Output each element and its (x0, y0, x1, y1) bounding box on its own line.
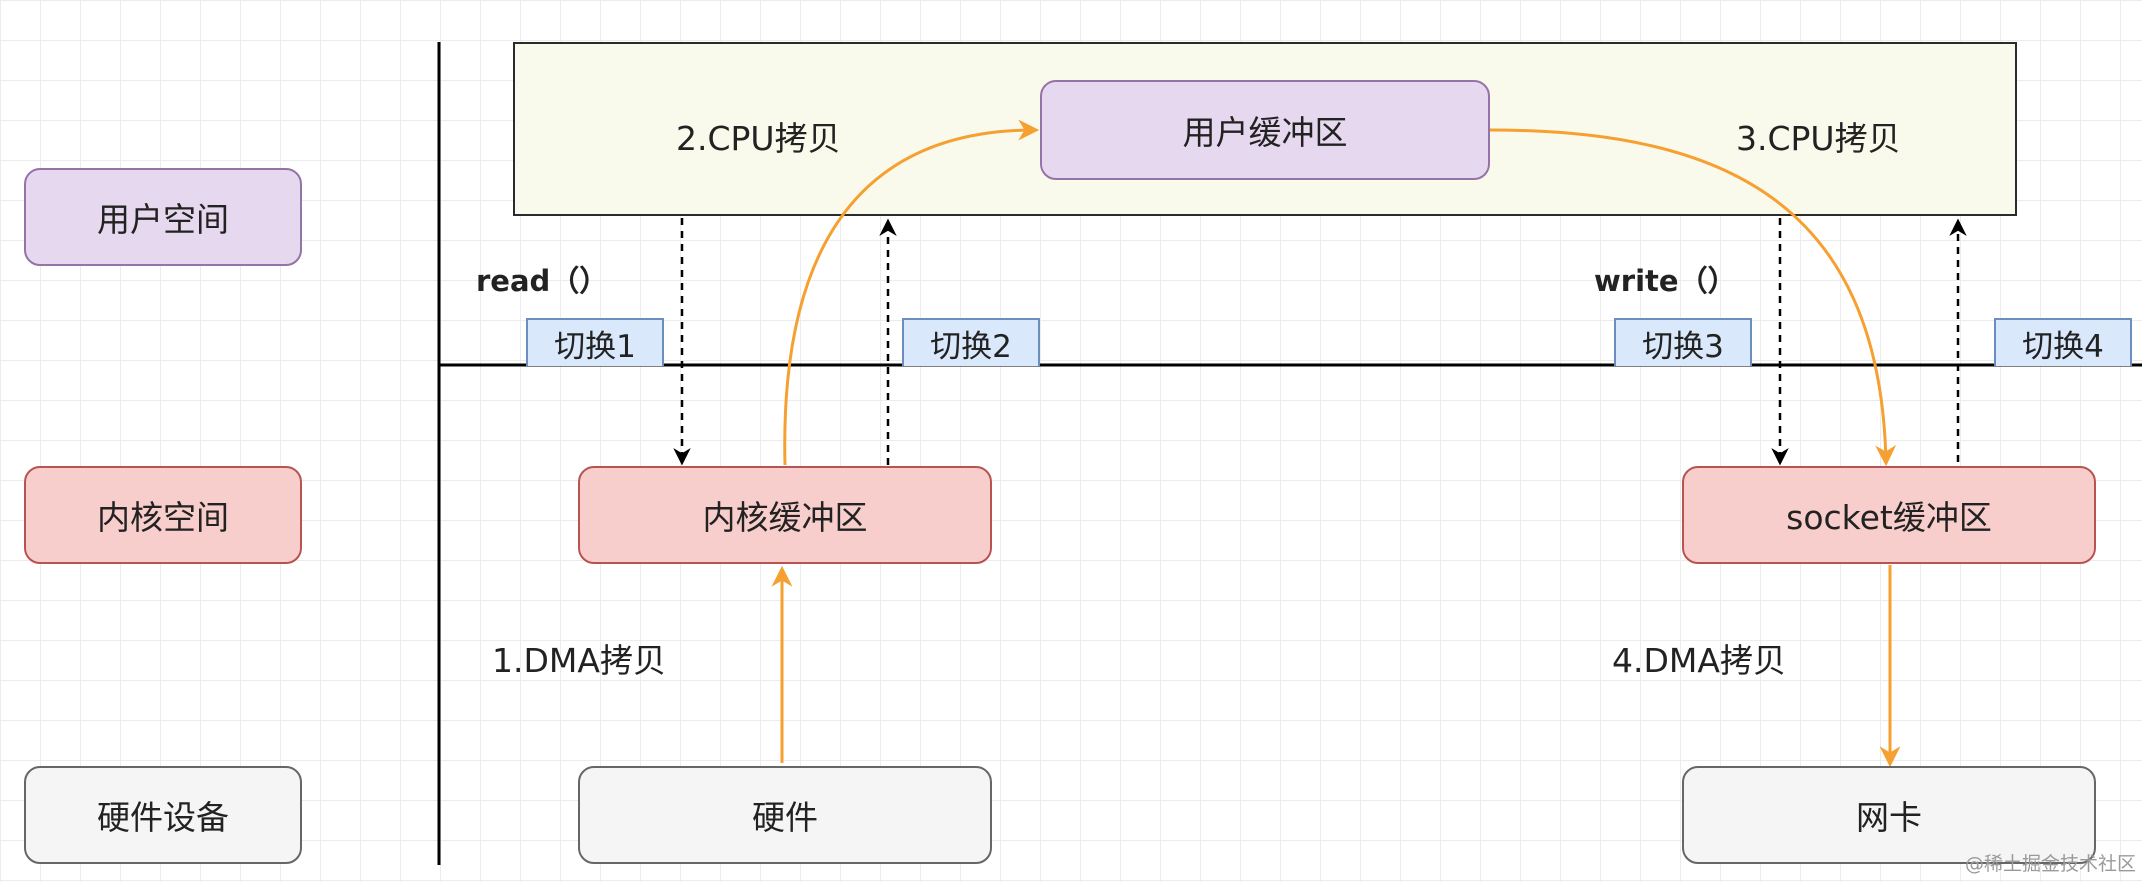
switch-tag-4: 切换4 (1994, 318, 2132, 366)
user-buffer-node: 用户缓冲区 (1040, 80, 1490, 180)
row-label-user-space: 用户空间 (24, 168, 302, 266)
cpu-copy-3-arrow (1489, 128, 1897, 467)
step-label-dma-1: 1.DMA拷贝 (492, 641, 666, 680)
node-label: 内核缓冲区 (702, 498, 868, 537)
switch-tag-3: 切换3 (1614, 318, 1752, 366)
row-label-text: 内核空间 (97, 498, 229, 537)
node-label: 硬件 (752, 798, 818, 837)
write-call-label: write（） (1594, 264, 1737, 298)
watermark: @稀土掘金技术社区 (1964, 853, 2136, 875)
switch-tag-2: 切换2 (902, 318, 1040, 366)
node-label: 网卡 (1856, 798, 1922, 837)
step-label-dma-4: 4.DMA拷贝 (1612, 641, 1786, 680)
read-call-label: read（） (476, 264, 609, 298)
node-label: 用户缓冲区 (1182, 113, 1348, 152)
switch-label: 切换2 (930, 328, 1012, 365)
row-label-hardware-device: 硬件设备 (24, 766, 302, 864)
step-label-cpu-2: 2.CPU拷贝 (676, 119, 841, 158)
node-label: socket缓冲区 (1786, 498, 1992, 537)
kernel-buffer-node: 内核缓冲区 (578, 466, 992, 564)
socket-buffer-node: socket缓冲区 (1682, 466, 2096, 564)
switch-label: 切换1 (554, 328, 636, 365)
cpu-copy-2-arrow (783, 119, 1040, 466)
hardware-node: 硬件 (578, 766, 992, 864)
row-label-text: 硬件设备 (97, 798, 229, 837)
step-label-cpu-3: 3.CPU拷贝 (1736, 119, 1901, 158)
switch-label: 切换3 (1642, 328, 1724, 365)
row-label-kernel-space: 内核空间 (24, 466, 302, 564)
row-label-text: 用户空间 (97, 200, 229, 239)
switch-tag-1: 切换1 (526, 318, 664, 366)
switch-label: 切换4 (2022, 328, 2104, 365)
nic-node: 网卡 (1682, 766, 2096, 864)
